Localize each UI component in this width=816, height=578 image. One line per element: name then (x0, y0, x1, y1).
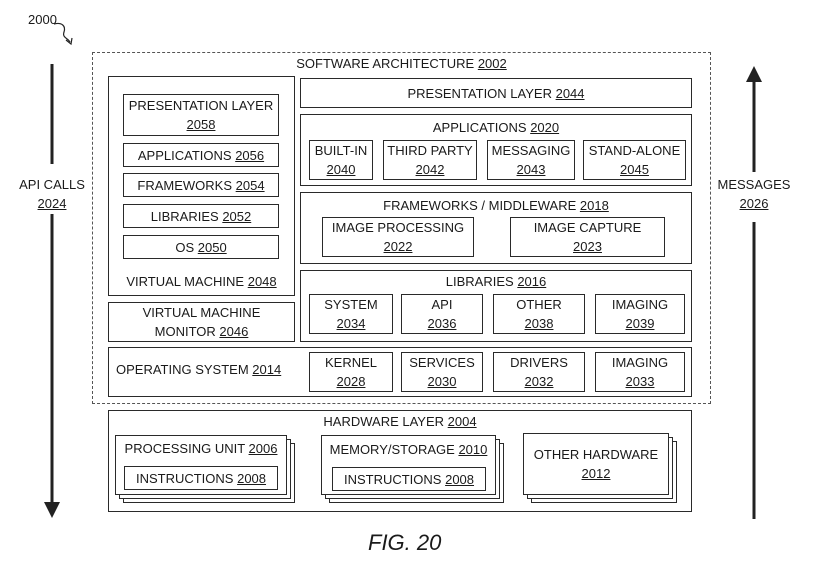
figure-caption: FIG. 20 (368, 530, 442, 555)
frameworks-title: FRAMEWORKS / MIDDLEWARE 2018 (383, 198, 609, 213)
vm-os: OS 2050 (123, 235, 279, 259)
operating-system-box (108, 347, 692, 397)
messages-label: MESSAGES 2026 (717, 177, 791, 211)
software-architecture-container (92, 52, 711, 404)
api-calls-label: API CALLS 2024 (19, 177, 85, 211)
memory-storage-label: MEMORY/STORAGE 2010 (329, 442, 488, 457)
messages-arrow (746, 66, 762, 519)
operating-system-title: OPERATING SYSTEM 2014 (116, 362, 282, 377)
presentation-layer: PRESENTATION LAYER 2044 (300, 78, 692, 108)
processing-unit-label: PROCESSING UNIT 2006 (124, 441, 278, 456)
vm-presentation-layer: PRESENTATION LAYER 2058 (123, 94, 279, 136)
virtual-machine-monitor: VIRTUAL MACHINE MONITOR 2046 (108, 302, 295, 342)
vm-applications: APPLICATIONS 2056 (123, 143, 279, 167)
processing-instructions: INSTRUCTIONS 2008 (124, 466, 278, 490)
hardware-layer-title: HARDWARE LAYER 2004 (323, 414, 477, 429)
memory-instructions: INSTRUCTIONS 2008 (332, 467, 486, 491)
api-calls-arrow (44, 64, 60, 518)
vm-frameworks: FRAMEWORKS 2054 (123, 173, 279, 197)
figure-ref-label: 2000 (28, 12, 57, 27)
applications-title: APPLICATIONS 2020 (432, 120, 560, 135)
other-hardware: OTHER HARDWARE 2012 (523, 433, 669, 495)
vm-libraries: LIBRARIES 2052 (123, 204, 279, 228)
ref-squiggle (53, 22, 73, 46)
virtual-machine-label: VIRTUAL MACHINE 2048 (126, 274, 277, 289)
libraries-title: LIBRARIES 2016 (445, 274, 547, 289)
software-architecture-title: SOFTWARE ARCHITECTURE 2002 (296, 56, 507, 71)
